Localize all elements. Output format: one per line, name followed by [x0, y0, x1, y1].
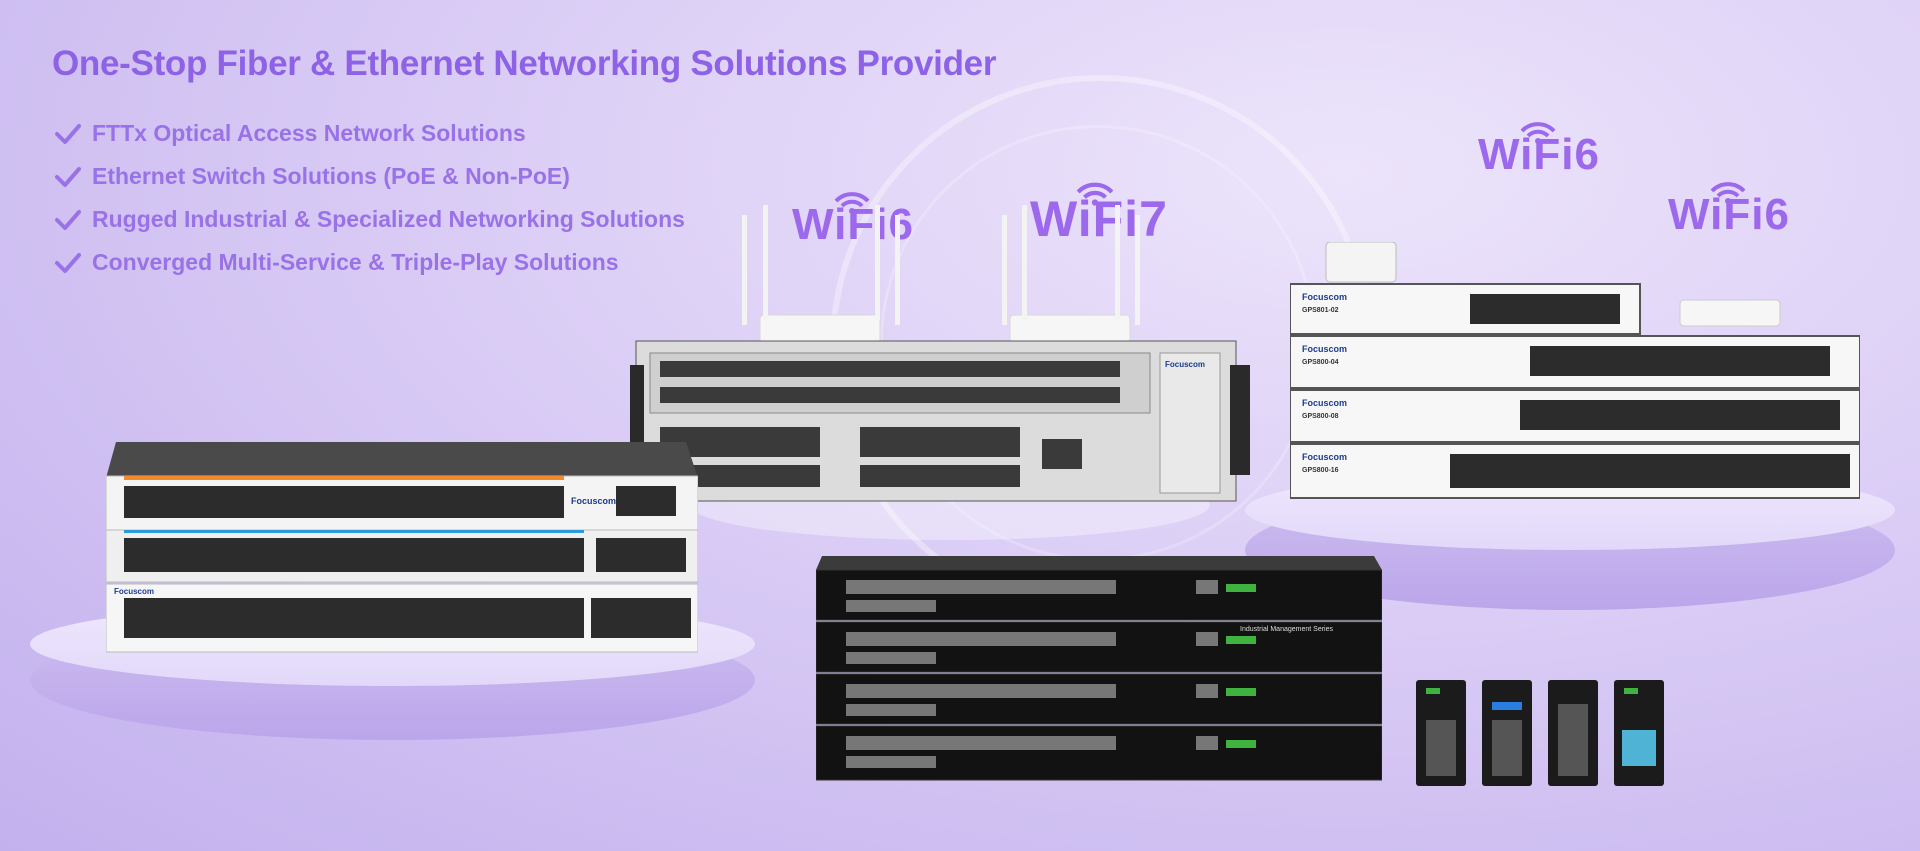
list-item: Converged Multi-Service & Triple-Play So…	[54, 241, 685, 284]
wifi-label: WiFi7	[1030, 191, 1168, 247]
wifi-icon	[1520, 122, 1556, 144]
industrial-switch-stack	[816, 556, 1382, 781]
din-rail-switch	[1614, 680, 1664, 786]
din-rail-switch	[1548, 680, 1598, 786]
check-icon	[55, 166, 81, 187]
model-label: GPS800-04	[1302, 359, 1339, 366]
brand-logo: Focuscom	[1302, 398, 1347, 408]
check-icon	[55, 252, 81, 273]
model-label: GPS800-16	[1302, 467, 1339, 474]
din-rail-switch	[1482, 680, 1532, 786]
wifi6-badge: WiFi6	[1478, 118, 1600, 180]
solution-label: Ethernet Switch Solutions (PoE & Non-PoE…	[92, 163, 570, 189]
model-label: GPS800-08	[1302, 413, 1339, 420]
check-icon	[55, 209, 81, 230]
brand-logo: Focuscom	[571, 496, 616, 506]
wifi6-badge: WiFi6	[1668, 178, 1790, 240]
olt-stack: FocuscomGPS801-02FocuscomGPS800-04Focusc…	[1290, 242, 1860, 499]
wifi-icon	[1076, 182, 1114, 206]
wifi6-badge: WiFi6	[792, 188, 914, 249]
solution-label: Rugged Industrial & Specialized Networki…	[92, 206, 685, 232]
wifi-label: WiFi6	[792, 200, 914, 249]
router-right	[1002, 205, 1140, 344]
solutions-list: FTTx Optical Access Network Solutions Et…	[54, 112, 685, 284]
wifi-icon	[834, 192, 870, 214]
solution-label: Converged Multi-Service & Triple-Play So…	[92, 249, 619, 275]
list-item: FTTx Optical Access Network Solutions	[54, 112, 685, 155]
chassis-switch: Focuscom	[630, 205, 1250, 502]
series-label: Industrial Management Series	[1240, 626, 1333, 633]
check-icon	[55, 123, 81, 144]
brand-logo: Focuscom	[1302, 452, 1347, 462]
solution-label: FTTx Optical Access Network Solutions	[92, 120, 526, 146]
router-right-small	[1679, 299, 1781, 327]
din-rail-switch	[1416, 680, 1466, 786]
wifi7-badge: WiFi7	[1030, 178, 1167, 247]
brand-logo: Focuscom	[1302, 344, 1347, 354]
wifi-label: WiFi6	[1668, 190, 1790, 239]
brand-logo: Focuscom	[1165, 360, 1205, 369]
wifi-icon	[1710, 182, 1746, 204]
router-left	[742, 205, 900, 344]
wifi-label: WiFi6	[1478, 130, 1600, 179]
model-label: GPS801-02	[1302, 307, 1339, 314]
brand-logo: Focuscom	[114, 587, 154, 596]
list-item: Rugged Industrial & Specialized Networki…	[54, 198, 685, 241]
brand-logo: Focuscom	[1302, 292, 1347, 302]
list-item: Ethernet Switch Solutions (PoE & Non-PoE…	[54, 155, 685, 198]
page-title: One-Stop Fiber & Ethernet Networking Sol…	[52, 44, 997, 83]
